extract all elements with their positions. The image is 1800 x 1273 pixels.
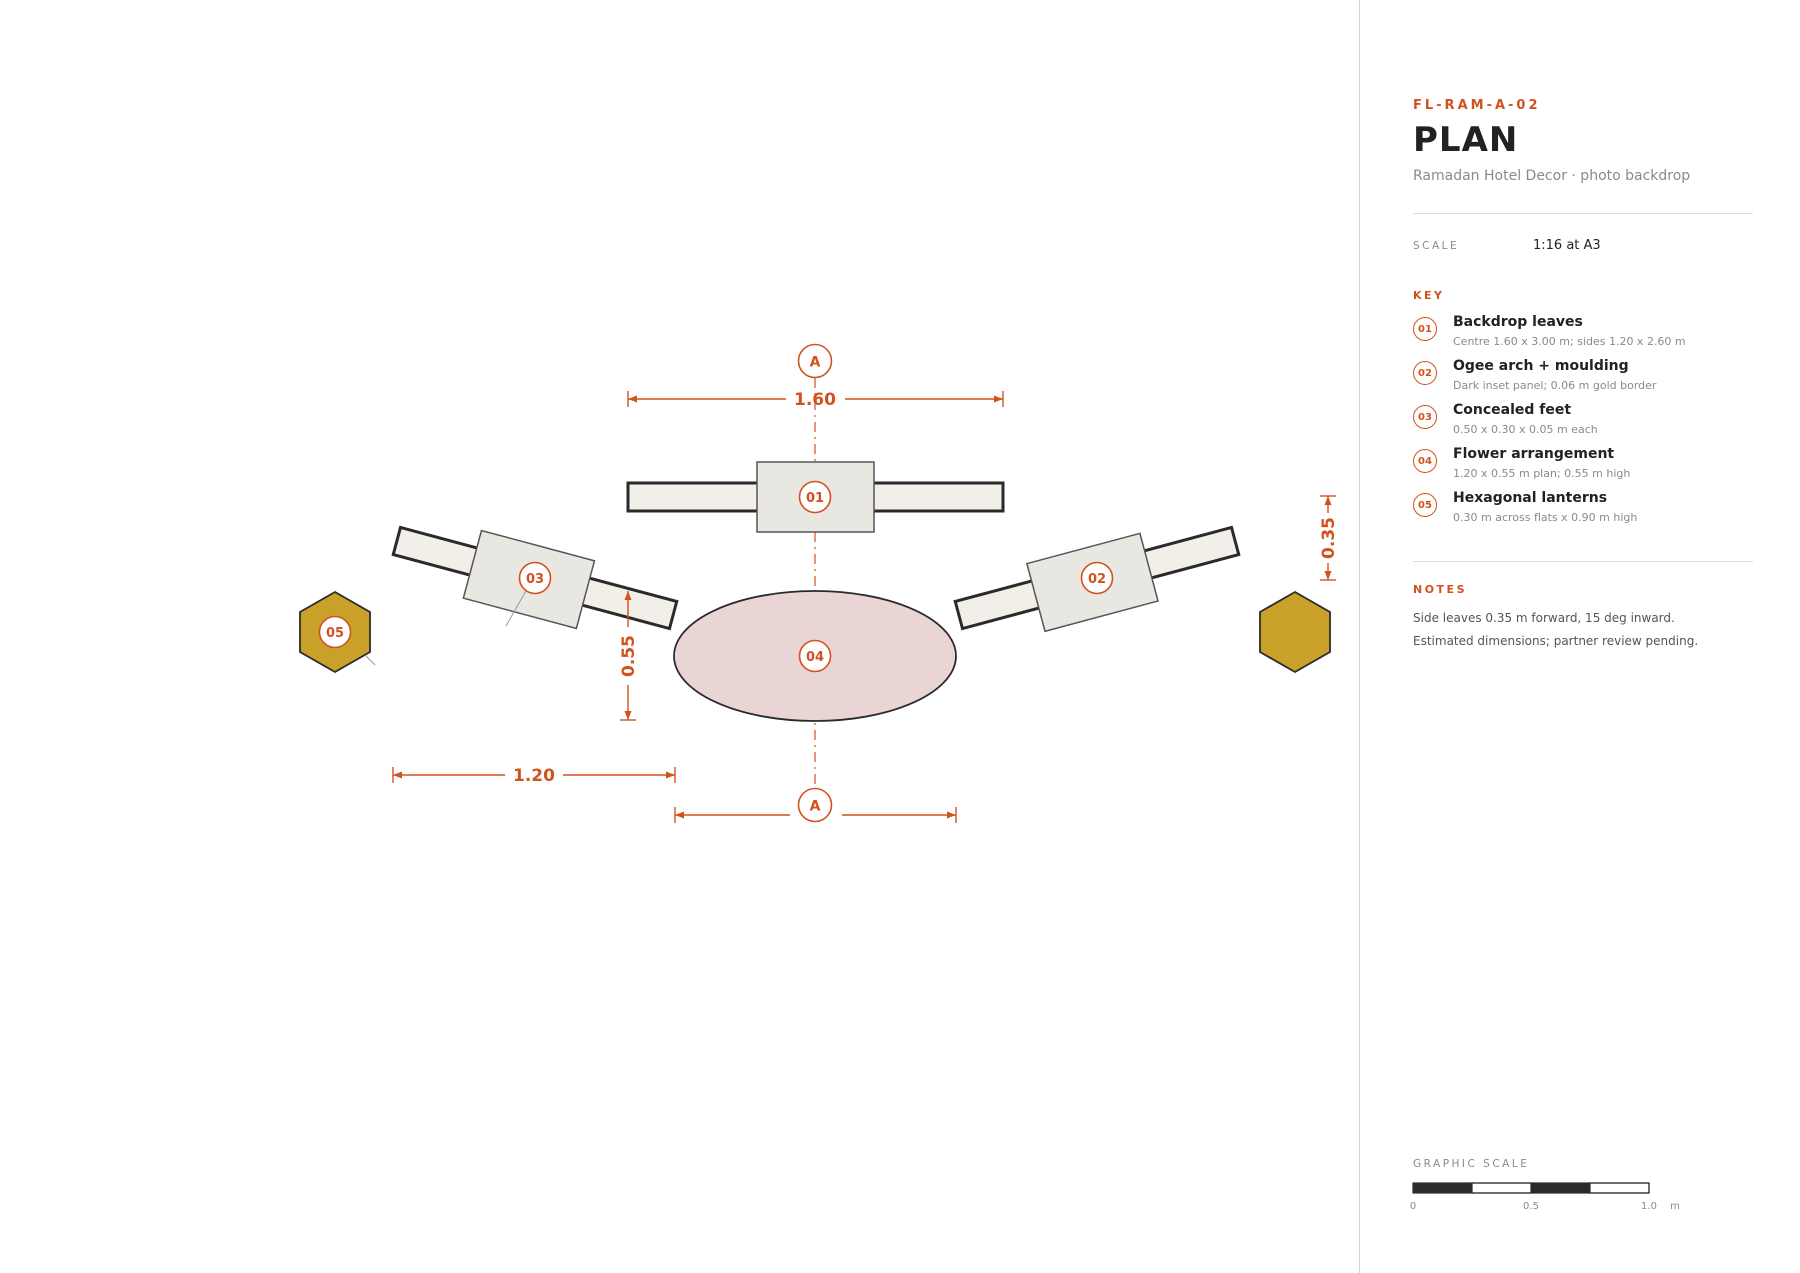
- drawing-code: FL-RAM-A-02: [1413, 98, 1541, 113]
- callout-05: 05: [318, 615, 352, 649]
- key-item-03: 03 Concealed feet 0.50 x 0.30 x 0.05 m e…: [1413, 402, 1753, 446]
- scale-tick-0-5: 0.5: [1523, 1201, 1539, 1212]
- key-title: Backdrop leaves: [1453, 314, 1583, 330]
- dimension-label-1-20: 1.20: [513, 766, 555, 786]
- scale-label: SCALE: [1413, 239, 1460, 252]
- callout-03: 03: [518, 561, 552, 595]
- svg-text:A: A: [810, 799, 821, 815]
- key-description: 0.30 m across flats x 0.90 m high: [1453, 511, 1638, 524]
- key-badge: 05: [1413, 493, 1437, 517]
- title-block: FL-RAM-A-02 PLAN Ramadan Hotel Decor · p…: [1359, 0, 1800, 1273]
- key-description: 1.20 x 0.55 m plan; 0.55 m high: [1453, 467, 1631, 480]
- key-title: Hexagonal lanterns: [1453, 490, 1608, 506]
- note-line: Side leaves 0.35 m forward, 15 deg inwar…: [1413, 611, 1675, 625]
- notes: Side leaves 0.35 m forward, 15 deg inwar…: [1413, 607, 1753, 653]
- svg-text:05: 05: [326, 626, 344, 641]
- dimension-label-0-55: 0.55: [619, 635, 639, 677]
- leader-line-03: [505, 588, 528, 627]
- key-title: Ogee arch + moulding: [1453, 358, 1629, 374]
- key-badge: 01: [1413, 317, 1437, 341]
- notes-heading: NOTES: [1413, 583, 1467, 596]
- section-marker-top: A: [797, 343, 833, 379]
- leader-line-05: [365, 655, 376, 666]
- note-line: Estimated dimensions; partner review pen…: [1413, 634, 1699, 648]
- scale-value: 1:16 at A3: [1533, 238, 1601, 253]
- key-badge: 02: [1413, 361, 1437, 385]
- key-description: Centre 1.60 x 3.00 m; sides 1.20 x 2.60 …: [1453, 335, 1686, 348]
- key-list: 01 Backdrop leaves Centre 1.60 x 3.00 m;…: [1413, 314, 1753, 534]
- dimension-label-0-35: 0.35: [1319, 517, 1339, 559]
- svg-text:04: 04: [806, 650, 824, 665]
- dimension-side-width: [392, 767, 676, 783]
- divider: [1413, 213, 1753, 214]
- key-heading: KEY: [1413, 289, 1445, 302]
- key-description: Dark inset panel; 0.06 m gold border: [1453, 379, 1657, 392]
- dimension-label-1-60: 1.60: [794, 390, 836, 410]
- page-title: PLAN: [1413, 120, 1519, 160]
- key-title: Concealed feet: [1453, 402, 1572, 418]
- svg-text:01: 01: [806, 491, 824, 506]
- callout-01: 01: [798, 480, 832, 514]
- dimension-centre-width: [627, 391, 1004, 407]
- dimension-side-forward: [1320, 495, 1336, 581]
- key-badge: 04: [1413, 449, 1437, 473]
- section-marker-bottom: A: [797, 787, 833, 823]
- scale-unit: m: [1670, 1201, 1680, 1212]
- key-title: Flower arrangement: [1453, 446, 1615, 462]
- key-item-04: 04 Flower arrangement 1.20 x 0.55 m plan…: [1413, 446, 1753, 490]
- scale-row: SCALE 1:16 at A3: [1413, 238, 1753, 253]
- svg-text:03: 03: [526, 572, 544, 587]
- right-lantern: [1259, 590, 1331, 674]
- scale-tick-0: 0: [1410, 1201, 1416, 1212]
- dimension-flower-depth: [620, 591, 636, 721]
- key-item-02: 02 Ogee arch + moulding Dark inset panel…: [1413, 358, 1753, 402]
- divider: [1413, 561, 1753, 562]
- plan-drawing: 1.60 1.20 0.55 0.35 A: [299, 343, 1339, 823]
- svg-text:A: A: [810, 355, 821, 371]
- key-description: 0.50 x 0.30 x 0.05 m each: [1453, 423, 1598, 436]
- callout-04: 04: [798, 639, 832, 673]
- svg-text:02: 02: [1088, 572, 1106, 587]
- graphic-scale-heading: GRAPHIC SCALE: [1413, 1158, 1530, 1170]
- callout-02: 02: [1080, 561, 1114, 595]
- key-badge: 03: [1413, 405, 1437, 429]
- scale-tick-1-0: 1.0: [1641, 1201, 1657, 1212]
- page-subtitle: Ramadan Hotel Decor · photo backdrop: [1413, 168, 1691, 184]
- key-item-05: 05 Hexagonal lanterns 0.30 m across flat…: [1413, 490, 1753, 534]
- dimension-flower-width: [674, 807, 957, 823]
- key-item-01: 01 Backdrop leaves Centre 1.60 x 3.00 m;…: [1413, 314, 1753, 358]
- graphic-scale-bar: 0 0.5 1.0 m: [1410, 1182, 1680, 1212]
